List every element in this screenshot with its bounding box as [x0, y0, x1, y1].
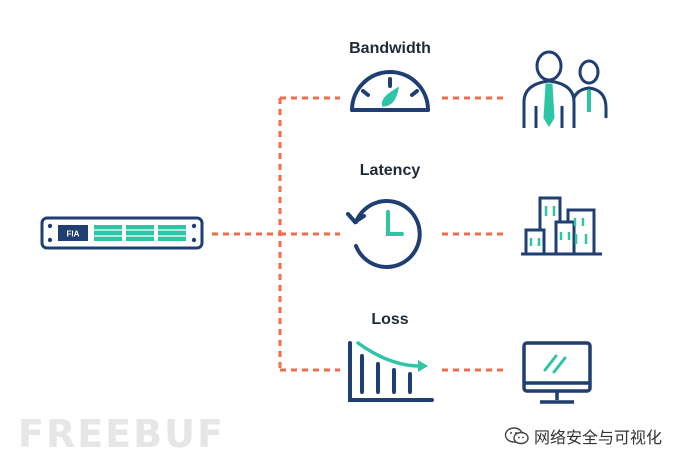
- clock-icon: [346, 199, 422, 269]
- watermark-freebuf: FREEBUF: [18, 412, 225, 456]
- speedometer-icon: [350, 70, 430, 112]
- loss-label: Loss: [371, 311, 409, 328]
- monitor-icon: [522, 341, 592, 404]
- watermark-source: 网络安全与可视化: [504, 424, 662, 448]
- wechat-icon: [504, 427, 529, 445]
- watermark-source-text: 网络安全与可视化: [534, 428, 663, 447]
- connector-lines: [212, 96, 508, 372]
- bandwidth-label: Bandwidth: [349, 40, 431, 57]
- network-appliance-icon: FIA: [40, 216, 204, 250]
- declining-chart-icon: [348, 341, 434, 402]
- latency-label: Latency: [359, 162, 421, 179]
- users-icon: [522, 50, 608, 128]
- appliance-badge: FIA: [67, 230, 80, 239]
- buildings-icon: [521, 196, 602, 256]
